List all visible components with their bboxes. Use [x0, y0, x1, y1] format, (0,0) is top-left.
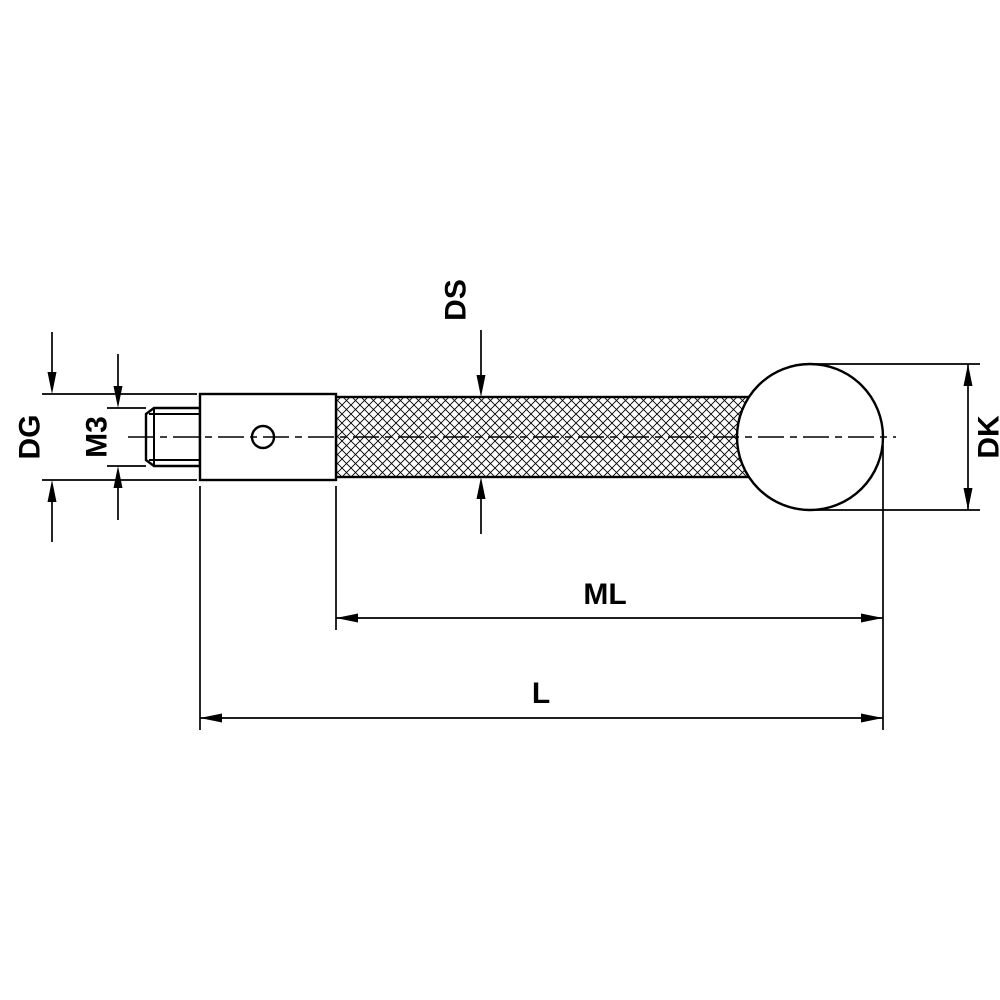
dimension-l: L	[200, 677, 883, 723]
dim-label-dg: DG	[14, 415, 47, 460]
dimension-dg: DG	[14, 332, 57, 542]
dim-label-ml: ML	[583, 578, 626, 611]
dim-label-m3: M3	[81, 416, 114, 458]
dim-label-ds: DS	[440, 279, 473, 321]
dim-label-dk: DK	[973, 415, 1000, 459]
dimension-dk: DK	[963, 364, 1000, 510]
dimension-m3: M3	[81, 354, 123, 520]
dimension-ds: DS	[440, 279, 486, 534]
dimension-ml: ML	[336, 578, 883, 623]
dim-label-l: L	[532, 677, 550, 710]
